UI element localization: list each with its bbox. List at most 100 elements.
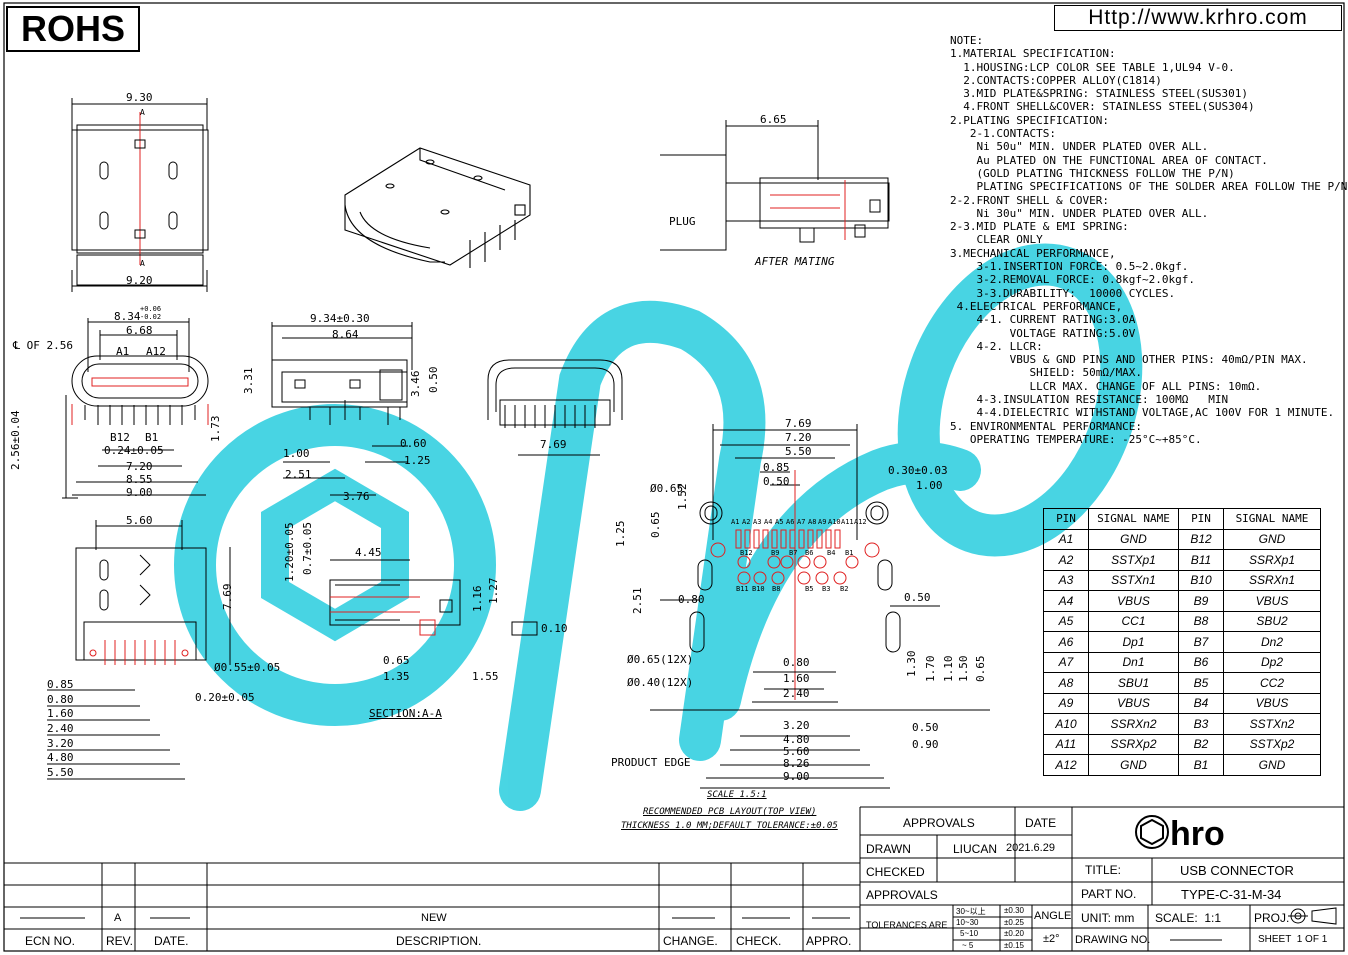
dim-tol: +0.06 xyxy=(140,305,162,313)
dim-label: 0.7±0.05 xyxy=(301,522,314,575)
dim-label: 0.65 xyxy=(974,655,987,683)
pcb-pin-label: A3 xyxy=(753,518,762,526)
dim-label: 2.51 xyxy=(285,468,312,481)
drawn-label: DRAWN xyxy=(866,842,911,856)
signal-cell: SSTXn1 xyxy=(1088,569,1179,591)
pcb-pin-label: B1 xyxy=(845,549,854,557)
dim-label: 8.34 xyxy=(114,310,141,323)
note-line: LLCR MAX. CHANGE OF ALL PINS: 10mΩ. xyxy=(950,379,1262,393)
pin-cell: B8 xyxy=(1178,610,1224,632)
pcb-layout xyxy=(650,424,990,789)
after-mating-caption: AFTER MATING xyxy=(755,255,835,268)
dim-label: 0.50 xyxy=(763,475,790,488)
angle-value: ±2° xyxy=(1043,933,1060,945)
top-view xyxy=(71,98,209,292)
note-line: 3-3.DURABILITY: 10000 CYCLES. xyxy=(950,286,1176,300)
signal-cell: VBUS xyxy=(1088,590,1179,612)
pcb-pin-label: A12 xyxy=(854,518,867,526)
thickness-caption: THICKNESS 1.0 MM;DEFAULT TOLERANCE:±0.05 xyxy=(621,821,838,831)
iso-view xyxy=(344,147,531,268)
date-col-header: DATE. xyxy=(154,934,189,948)
header-pin: PIN xyxy=(1178,508,1224,530)
dim-label: 1.73 xyxy=(209,415,222,443)
dim-label: 8.26 xyxy=(783,757,810,770)
pin-cell: A8 xyxy=(1043,672,1089,694)
dim-label: 3.46 xyxy=(409,370,422,398)
rev-header: REV. xyxy=(106,934,133,948)
title-block-grid xyxy=(4,806,1344,951)
mating-view xyxy=(660,120,890,251)
drawing-no-label: DRAWING NO. xyxy=(1075,934,1151,946)
bottom-view xyxy=(47,520,231,780)
dim-label: 4.80 xyxy=(783,733,810,746)
drawn-by: LIUCAN xyxy=(953,842,998,856)
pcb-pin-label: A9 xyxy=(818,518,827,526)
dim-label: Ø0.65 xyxy=(650,482,684,495)
dim-label: 0.80 xyxy=(678,593,705,606)
drawn-date: 2021.6.29 xyxy=(1006,842,1055,854)
note-line: 1.MATERIAL SPECIFICATION: xyxy=(950,47,1116,61)
pin-cell: B6 xyxy=(1178,651,1224,673)
note-line: CLEAR ONLY xyxy=(950,233,1043,247)
dim-label: 8.55 xyxy=(126,473,153,486)
note-line: 4.FRONT SHELL&COVER: STAINLESS STEEL(SUS… xyxy=(950,100,1255,114)
pin-cell: B12 xyxy=(1178,528,1224,550)
dim-label: 1.27 xyxy=(487,577,500,605)
dim-label: 0.10 xyxy=(541,622,568,635)
signal-cell: GND xyxy=(1088,528,1179,550)
rohs-badge: ROHS xyxy=(6,6,140,52)
scale-caption: SCALE 1.5:1 xyxy=(707,790,767,800)
signal-cell: GND xyxy=(1088,754,1179,776)
dim-label: 9.34±0.30 xyxy=(310,312,370,325)
dim-label: 1.25 xyxy=(404,454,431,467)
dim-label: 9.30 xyxy=(126,91,153,104)
signal-cell: SSTXp1 xyxy=(1088,549,1179,571)
dim-label: 1.50 xyxy=(957,655,970,683)
website-url[interactable]: Http://www.krhro.com xyxy=(1054,5,1342,31)
signal-cell: SBU1 xyxy=(1088,672,1179,694)
tol-value: ±0.15 xyxy=(1004,941,1024,950)
pin-cell: A10 xyxy=(1043,713,1089,735)
approvals-label: APPROVALS xyxy=(866,888,938,902)
watermark-logo xyxy=(174,243,1143,811)
dim-label: 0.65 xyxy=(383,654,410,667)
rear-view xyxy=(487,359,623,456)
dim-label: 1.25 xyxy=(614,520,627,548)
dim-label: 3.31 xyxy=(242,367,255,395)
pcb-pin-label: B11 xyxy=(736,585,749,593)
note-line: 2.PLATING SPECIFICATION: xyxy=(950,113,1109,127)
note-line: Ni 30u" MIN. UNDER PLATED OVER ALL. xyxy=(950,206,1209,220)
note-line: PLATING SPECIFICATIONS OF THE SOLDER ARE… xyxy=(950,180,1348,194)
dim-label: 1.00 xyxy=(916,479,943,492)
pcb-pin-label: B3 xyxy=(822,585,831,593)
section-marker: A xyxy=(140,108,145,117)
dim-label: 6.65 xyxy=(760,113,787,126)
section-view xyxy=(329,559,538,636)
pin-cell: B9 xyxy=(1178,590,1224,612)
note-line: Au PLATED ON THE FUNCTIONAL AREA OF CONT… xyxy=(950,153,1268,167)
front-view xyxy=(62,318,209,499)
part-no-label: PART NO. xyxy=(1081,887,1137,901)
header-signal-name: SIGNAL NAME xyxy=(1088,508,1179,530)
dim-label: 1.20±0.05 xyxy=(283,522,296,582)
note-line: 2-1.CONTACTS: xyxy=(950,127,1056,141)
note-line: 1.HOUSING:LCP COLOR SEE TABLE 1,UL94 V-0… xyxy=(950,60,1235,74)
note-line: 4-1. CURRENT RATING:3.0A xyxy=(950,313,1136,327)
pin-cell: A9 xyxy=(1043,692,1089,714)
approvals-header: APPROVALS xyxy=(903,816,975,830)
pin-cell: A7 xyxy=(1043,651,1089,673)
note-line: 5. ENVIRONMENTAL PERFORMANCE: xyxy=(950,419,1143,433)
pin-cell: B11 xyxy=(1178,549,1224,571)
signal-cell: Dn1 xyxy=(1088,651,1179,673)
notes-block: NOTE: 1.MATERIAL SPECIFICATION: 1.HOUSIN… xyxy=(950,34,1347,446)
pcb-pin-label: A2 xyxy=(742,518,751,526)
signal-cell: SSTXn2 xyxy=(1223,713,1321,735)
note-line: 4-2. LLCR: xyxy=(950,339,1043,353)
dim-label: Ø0.40(12X) xyxy=(627,676,694,689)
tolerances-label: TOLERANCES ARE xyxy=(866,920,948,930)
